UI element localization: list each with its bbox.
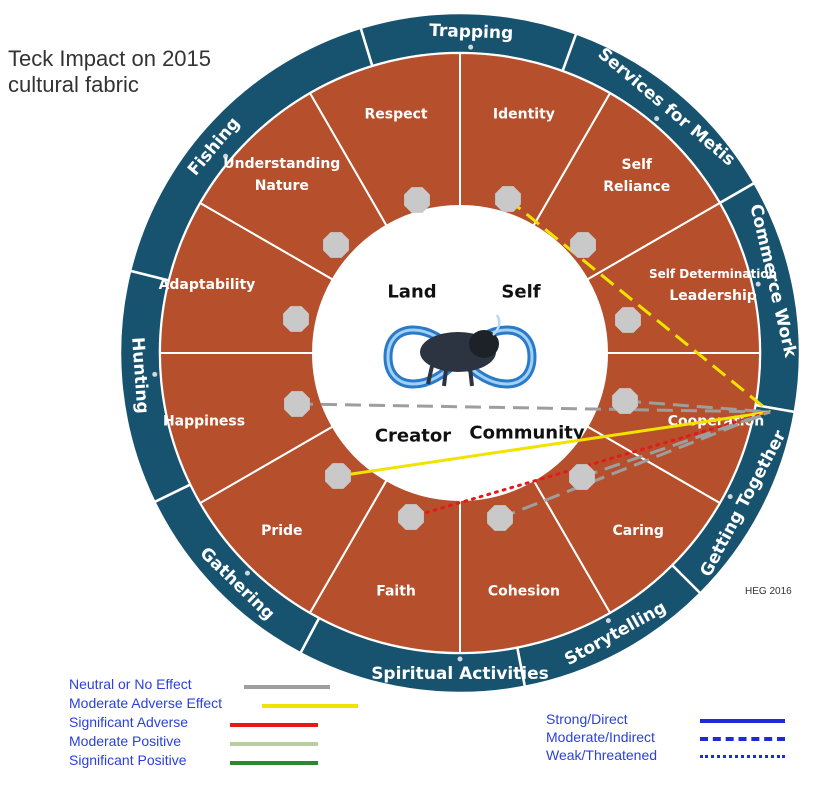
infinity-logo: [383, 314, 537, 389]
legend-effect-swatch: [230, 723, 318, 727]
value-label: Identity: [493, 106, 555, 122]
legend-strength-label: Weak/Threatened: [546, 747, 658, 763]
value-label: Self Determination: [649, 267, 777, 281]
legend-effect-swatch: [262, 704, 358, 708]
impact-link: [296, 402, 771, 414]
diagram-title: Teck Impact on 2015 cultural fabric: [8, 46, 212, 97]
legend-effect-swatch: [230, 761, 318, 765]
value-label: Respect: [365, 106, 428, 122]
center-label: Creator: [375, 426, 451, 447]
anchor-dot: [223, 153, 229, 159]
outer-segment-label: Trapping: [429, 21, 514, 44]
legend-strength-label: Strong/Direct: [546, 711, 628, 727]
value-node: [398, 504, 424, 530]
value-label: Happiness: [163, 414, 245, 430]
value-label: Self: [622, 157, 653, 173]
anchor-dot: [605, 618, 611, 624]
value-node: [487, 505, 513, 531]
value-label: Cohesion: [488, 584, 560, 600]
impact-link: [507, 197, 771, 414]
legend-strength-swatch: [700, 737, 785, 741]
value-node: [404, 187, 430, 213]
impact-link: [581, 410, 771, 479]
value-label: Leadership: [669, 288, 756, 304]
value-node: [615, 307, 641, 333]
value-label: Nature: [255, 178, 309, 194]
value-node: [325, 463, 351, 489]
outer-segment-label: Spiritual Activities: [371, 664, 549, 684]
value-label: Adaptability: [159, 277, 256, 293]
legend-effect-label: Moderate Adverse Effect: [69, 695, 223, 711]
legend-effect-label: Significant Adverse: [69, 714, 189, 730]
legend-strength-label: Moderate/Indirect: [546, 729, 655, 745]
value-label: Faith: [376, 584, 416, 600]
legend-strength-swatch: [700, 719, 785, 723]
legend-effect-label: Significant Positive: [69, 752, 187, 768]
value-node: [323, 232, 349, 258]
value-node: [612, 388, 638, 414]
anchor-dot: [457, 656, 463, 662]
value-node: [495, 186, 521, 212]
value-label: Pride: [261, 523, 302, 539]
impact-link: [499, 410, 771, 520]
anchor-dot: [755, 281, 761, 287]
credit-label: HEG 2016: [745, 586, 792, 597]
anchor-dot: [468, 44, 474, 50]
legend-effect-swatch: [230, 742, 318, 746]
center-label: Community: [469, 423, 584, 444]
legend-effect-label: Neutral or No Effect: [69, 676, 192, 692]
anchor-dot: [727, 494, 733, 500]
impact-link: [409, 410, 772, 519]
value-label: Understanding: [223, 156, 340, 172]
value-node: [569, 464, 595, 490]
anchor-dot: [654, 116, 660, 122]
anchor-dot: [244, 570, 250, 576]
value-node: [283, 306, 309, 332]
center-label: Land: [387, 282, 436, 303]
impact-links: [296, 197, 772, 520]
legend-strength-swatch: [700, 755, 785, 758]
value-label: Caring: [612, 523, 663, 539]
legend-effect-swatch: [244, 685, 330, 689]
value-node: [570, 232, 596, 258]
value-node: [284, 391, 310, 417]
impact-link: [337, 410, 771, 478]
anchor-dot: [152, 371, 158, 377]
value-nodes: [283, 186, 641, 531]
center-label: Self: [501, 282, 540, 303]
legend-effect-label: Moderate Positive: [69, 733, 182, 749]
value-label: Reliance: [603, 179, 670, 195]
impact-link: [624, 399, 771, 414]
